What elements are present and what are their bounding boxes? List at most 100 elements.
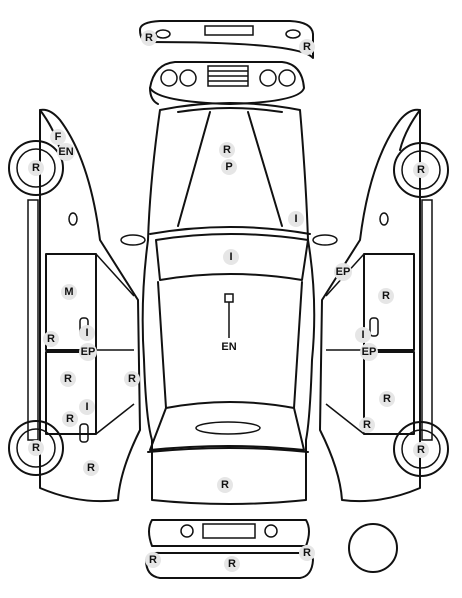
damage-marker-code: EP	[362, 346, 377, 358]
damage-marker-bg	[219, 142, 235, 158]
damage-marker-bg	[299, 545, 315, 561]
damage-marker-bg	[413, 162, 429, 178]
damage-marker-bg	[124, 371, 140, 387]
spare-circle	[348, 523, 398, 573]
damage-marker-code: R	[303, 41, 311, 53]
damage-marker-code: R	[363, 419, 371, 431]
damage-marker-code: R	[47, 333, 55, 345]
damage-marker-bg	[288, 211, 304, 227]
damage-marker-code: R	[221, 479, 229, 491]
damage-marker-code: I	[361, 329, 364, 341]
damage-marker-bg	[57, 143, 75, 161]
damage-marker-bg	[61, 284, 77, 300]
damage-marker-bg	[221, 159, 237, 175]
damage-marker-bg	[223, 249, 239, 265]
damage-marker-bg	[145, 552, 161, 568]
damage-marker-code: I	[85, 401, 88, 413]
damage-marker-left-bottom-r: R	[83, 460, 99, 476]
damage-marker-roof-r: R	[219, 142, 235, 158]
damage-marker-bg	[378, 288, 394, 304]
engine-label: EN	[221, 341, 236, 353]
damage-marker-right-lower-r: R	[359, 417, 375, 433]
damage-marker-code: M	[64, 286, 73, 298]
damage-marker-code: R	[223, 144, 231, 156]
damage-marker-bg	[62, 411, 78, 427]
damage-marker-bg	[299, 39, 315, 55]
damage-marker-code: R	[149, 554, 157, 566]
damage-marker-code: P	[225, 161, 232, 173]
damage-marker-code: I	[229, 251, 232, 263]
damage-marker-code: I	[294, 213, 297, 225]
damage-marker-left-front-fender: R	[124, 371, 140, 387]
damage-marker-left-lower-r: R	[62, 411, 78, 427]
damage-marker-bg	[50, 129, 66, 145]
damage-marker-bg	[217, 477, 233, 493]
damage-marker-code: R	[87, 462, 95, 474]
damage-marker-code: R	[303, 547, 311, 559]
damage-marker-rear-window: I	[288, 211, 304, 227]
car-top-view	[120, 102, 338, 505]
damage-marker-code: R	[145, 32, 153, 44]
damage-marker-bg	[83, 460, 99, 476]
damage-marker-code: I	[85, 327, 88, 339]
damage-marker-hood: R	[217, 477, 233, 493]
damage-marker-bg	[360, 343, 378, 361]
damage-marker-code: R	[66, 413, 74, 425]
damage-marker-wheel-left-rear: R	[28, 440, 44, 456]
damage-marker-bg	[43, 331, 59, 347]
damage-marker-bg	[334, 263, 352, 281]
damage-marker-right-pillar-ep: EP	[360, 343, 378, 361]
damage-marker-front-bumper-left: R	[145, 552, 161, 568]
rear-panel	[149, 61, 305, 105]
damage-marker-bg	[79, 325, 95, 341]
damage-marker-right-front-door: R	[379, 391, 395, 407]
damage-marker-code: R	[228, 558, 236, 570]
damage-marker-bg	[28, 440, 44, 456]
damage-marker-code: EN	[58, 146, 73, 158]
damage-marker-roof-p: P	[221, 159, 237, 175]
damage-marker-bg	[79, 399, 95, 415]
damage-marker-bg	[79, 343, 97, 361]
damage-marker-top-fender-left-2: EN	[57, 143, 75, 161]
damage-marker-bg	[224, 556, 240, 572]
damage-marker-front-bumper-right: R	[299, 545, 315, 561]
damage-marker-bg	[359, 417, 375, 433]
damage-marker-code: R	[382, 290, 390, 302]
damage-marker-left-front-door: R	[60, 371, 76, 387]
damage-marker-bg	[141, 30, 157, 46]
damage-marker-code: R	[32, 442, 40, 454]
damage-marker-code: R	[32, 162, 40, 174]
damage-marker-code: EP	[81, 346, 96, 358]
damage-marker-bg	[28, 160, 44, 176]
damage-marker-windshield: I	[223, 249, 239, 265]
damage-marker-top-fender-left: F	[50, 129, 66, 145]
damage-marker-code: R	[64, 373, 72, 385]
damage-marker-bg	[413, 442, 429, 458]
damage-marker-code: EP	[336, 266, 351, 278]
damage-marker-left-rear-door: M	[61, 284, 77, 300]
damage-marker-left-lower-i: I	[79, 399, 95, 415]
damage-marker-bg	[355, 327, 371, 343]
damage-marker-right-rear-door: R	[378, 288, 394, 304]
damage-marker-wheel-right-rear: R	[413, 442, 429, 458]
damage-marker-wheel-right-front: R	[413, 162, 429, 178]
damage-marker-bg	[60, 371, 76, 387]
damage-marker-wheel-left-front: R	[28, 160, 44, 176]
damage-marker-left-sill: R	[43, 331, 59, 347]
damage-marker-code: R	[417, 444, 425, 456]
damage-marker-bg	[379, 391, 395, 407]
left-side-view	[8, 108, 141, 503]
damage-marker-code: R	[417, 164, 425, 176]
damage-marker-right-ep-upper: EP	[334, 263, 352, 281]
rear-bumper	[139, 20, 314, 59]
damage-marker-code: F	[55, 131, 62, 143]
damage-marker-front-bumper-center: R	[224, 556, 240, 572]
damage-marker-rear-bumper-left: R	[141, 30, 157, 46]
damage-marker-rear-bumper-right: R	[299, 39, 315, 55]
damage-marker-code: R	[383, 393, 391, 405]
damage-marker-left-pillar-i: I	[79, 325, 95, 341]
damage-marker-left-pillar-ep: EP	[79, 343, 97, 361]
damage-marker-right-pillar-i: I	[355, 327, 371, 343]
